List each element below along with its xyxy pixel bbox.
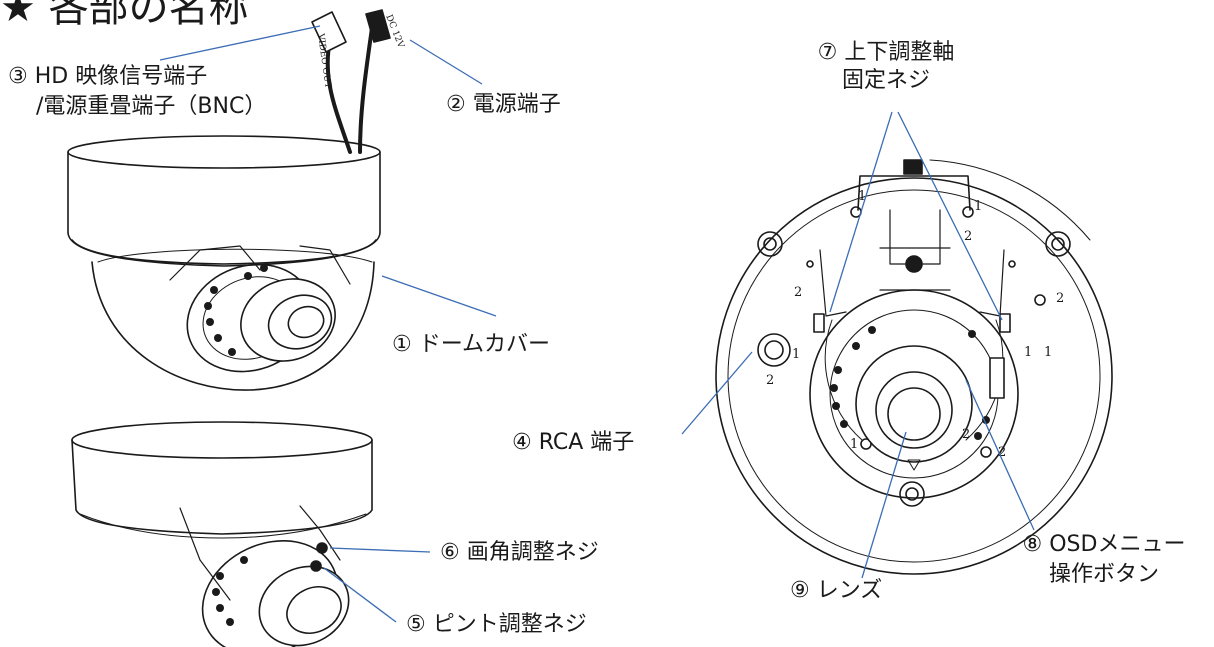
- dome-camera-open: [71, 421, 373, 647]
- leader-2: [409, 39, 483, 85]
- base-mark: 2: [964, 229, 972, 244]
- leader-3: [159, 25, 321, 61]
- base-markings: 1 2 1 2 1 2 1 2 1 2 1 2: [766, 189, 1064, 460]
- page-title: ★ 各部の名称: [0, 0, 249, 31]
- angle-adjust-screw: [316, 542, 328, 554]
- label-osd-menu: ⑧ OSDメニュー: [1022, 532, 1186, 557]
- leader-8: [965, 379, 1035, 531]
- open-housing: [71, 439, 373, 535]
- label-osd-buttons: 操作ボタン: [1048, 562, 1159, 587]
- label-angle-screw: ⑥ 画角調整ネジ: [440, 540, 599, 565]
- base-mark: 2: [766, 373, 774, 388]
- video-cable: [325, 38, 352, 154]
- focus-adjust-screw: [310, 560, 322, 572]
- base-mark: 1: [850, 437, 858, 452]
- base-mark: 1: [1044, 345, 1052, 360]
- leader-lines: [159, 25, 1035, 623]
- base-mark: 1: [792, 347, 800, 362]
- label-rca-terminal: ④ RCA 端子: [512, 430, 635, 455]
- base-mark: 2: [998, 445, 1006, 460]
- base-mark: 2: [794, 285, 802, 300]
- label-focus-screw: ⑤ ピント調整ネジ: [406, 612, 587, 637]
- camera-base-top-view: [715, 159, 1113, 575]
- tilt-lock-screw: [905, 255, 923, 273]
- leader-7b: [897, 111, 1003, 321]
- power-cable: [358, 26, 374, 154]
- label-tilt-axis: ⑦ 上下調整軸: [817, 40, 955, 65]
- housing-top: [67, 135, 381, 169]
- leader-5: [323, 567, 397, 623]
- dc-connector: [365, 9, 391, 43]
- base-mark: 1: [974, 199, 982, 214]
- base-mark: 2: [1056, 291, 1064, 306]
- label-dome-cover: ① ドームカバー: [392, 332, 551, 357]
- label-tilt-lock-screw: 固定ネジ: [841, 68, 930, 93]
- leader-7a: [829, 111, 893, 313]
- leader-6: [329, 547, 431, 553]
- dome-camera-assembled: [67, 9, 391, 391]
- label-power-terminal: ② 電源端子: [446, 92, 561, 117]
- ir-led-dots: [204, 264, 990, 626]
- base-outer-ring: [715, 177, 1113, 575]
- leader-4: [681, 351, 753, 435]
- ir-led-ring-top: [809, 289, 1019, 499]
- base-mark: 1: [858, 189, 866, 204]
- rca-jack: [757, 333, 791, 367]
- base-mark: 1: [1024, 345, 1032, 360]
- base-mark: 2: [962, 427, 970, 442]
- label-hd-video-terminal: ③ HD 映像信号端子: [8, 64, 208, 89]
- dome-cover-outline: [91, 261, 375, 391]
- bnc-connector: [311, 11, 347, 53]
- osd-button-block: [989, 357, 1005, 399]
- leader-1: [381, 275, 497, 317]
- label-lens: ⑨ レンズ: [790, 578, 883, 603]
- label-power-overlay-terminal: /電源重畳端子（BNC）: [36, 94, 267, 119]
- leader-9: [861, 431, 907, 579]
- lens-top: [855, 345, 973, 463]
